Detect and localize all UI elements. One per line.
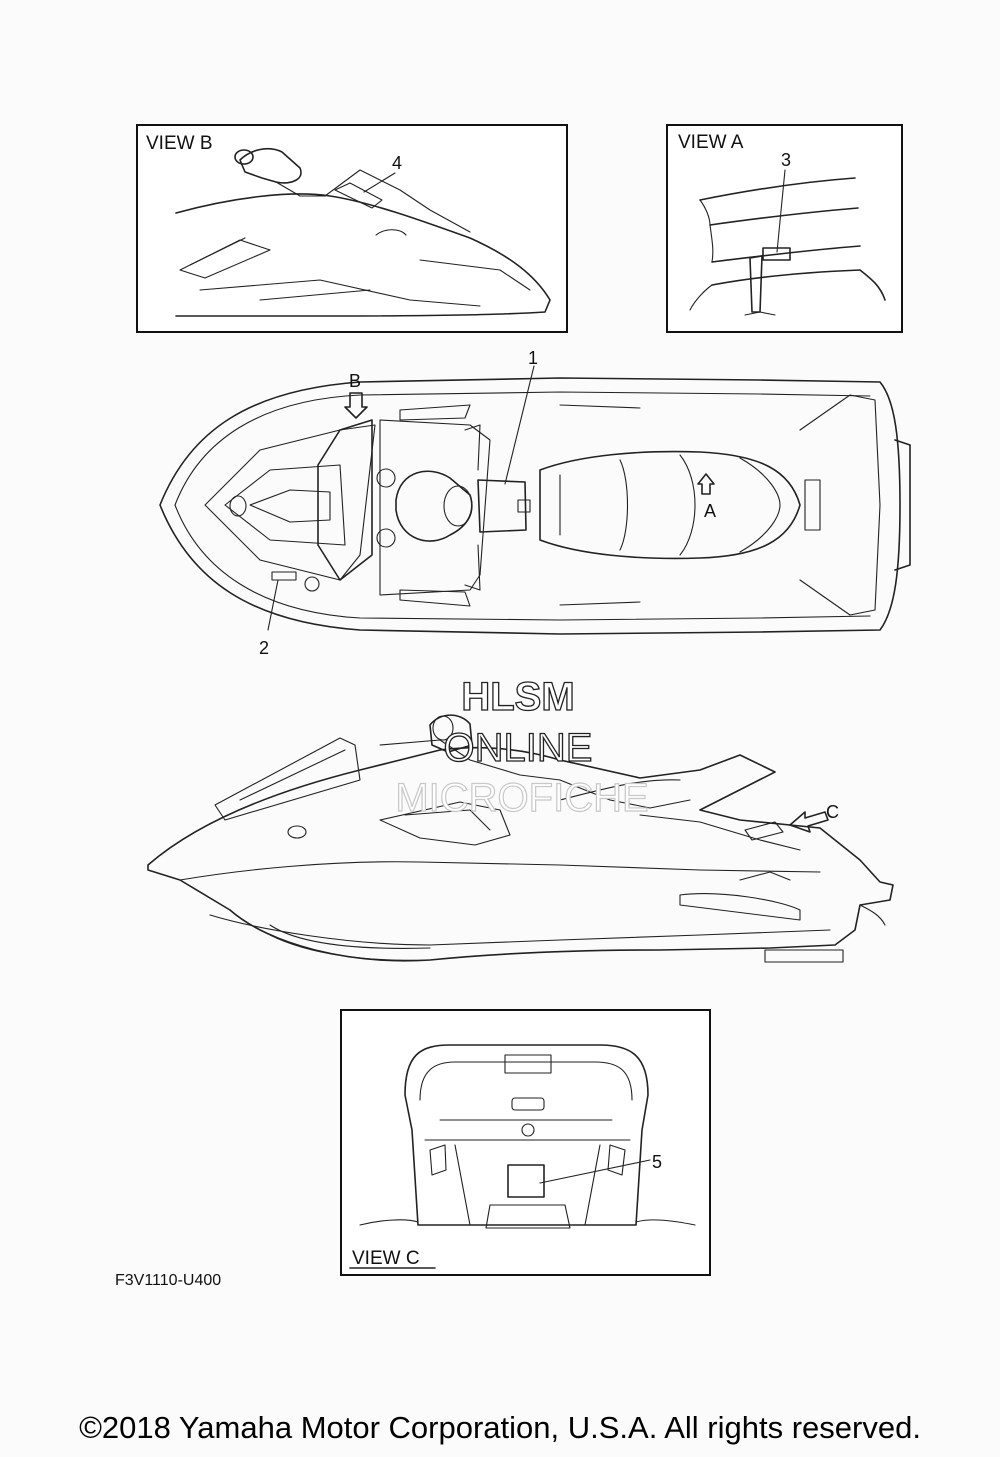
figure-code: F3V1110-U400	[115, 1272, 221, 1289]
arrow-a-label: A	[704, 501, 716, 521]
top-view-drawing	[159, 365, 911, 635]
callout-5: 5	[652, 1152, 662, 1172]
arrow-b-label: B	[349, 371, 361, 391]
view-c-drawing	[359, 1044, 696, 1229]
copyright-notice: ©2018 Yamaha Motor Corporation, U.S.A. A…	[79, 1410, 921, 1445]
view-a-label: VIEW A	[678, 132, 744, 153]
view-b-drawing	[175, 148, 551, 317]
view-b-label: VIEW B	[146, 133, 213, 154]
view-a-panel: VIEW A 3	[666, 124, 903, 333]
callout-4: 4	[392, 153, 402, 173]
watermark-line2: ONLINE	[444, 726, 593, 770]
callout-3: 3	[781, 150, 791, 170]
watermark-line1: HLSM	[461, 675, 574, 719]
callout-1: 1	[528, 348, 538, 368]
view-a-drawing	[689, 169, 886, 316]
side-view-drawing	[147, 714, 894, 963]
watermark-line3: MICROFICHE	[395, 776, 648, 820]
view-c-label: VIEW C	[352, 1248, 420, 1269]
callout-2: 2	[259, 638, 269, 658]
view-c-panel: 5 VIEW C	[340, 1009, 711, 1276]
view-b-panel: VIEW B 4	[136, 124, 568, 333]
watermark: HLSM ONLINE MICROFICHE	[395, 674, 650, 820]
arrow-c-label: C	[826, 802, 839, 822]
